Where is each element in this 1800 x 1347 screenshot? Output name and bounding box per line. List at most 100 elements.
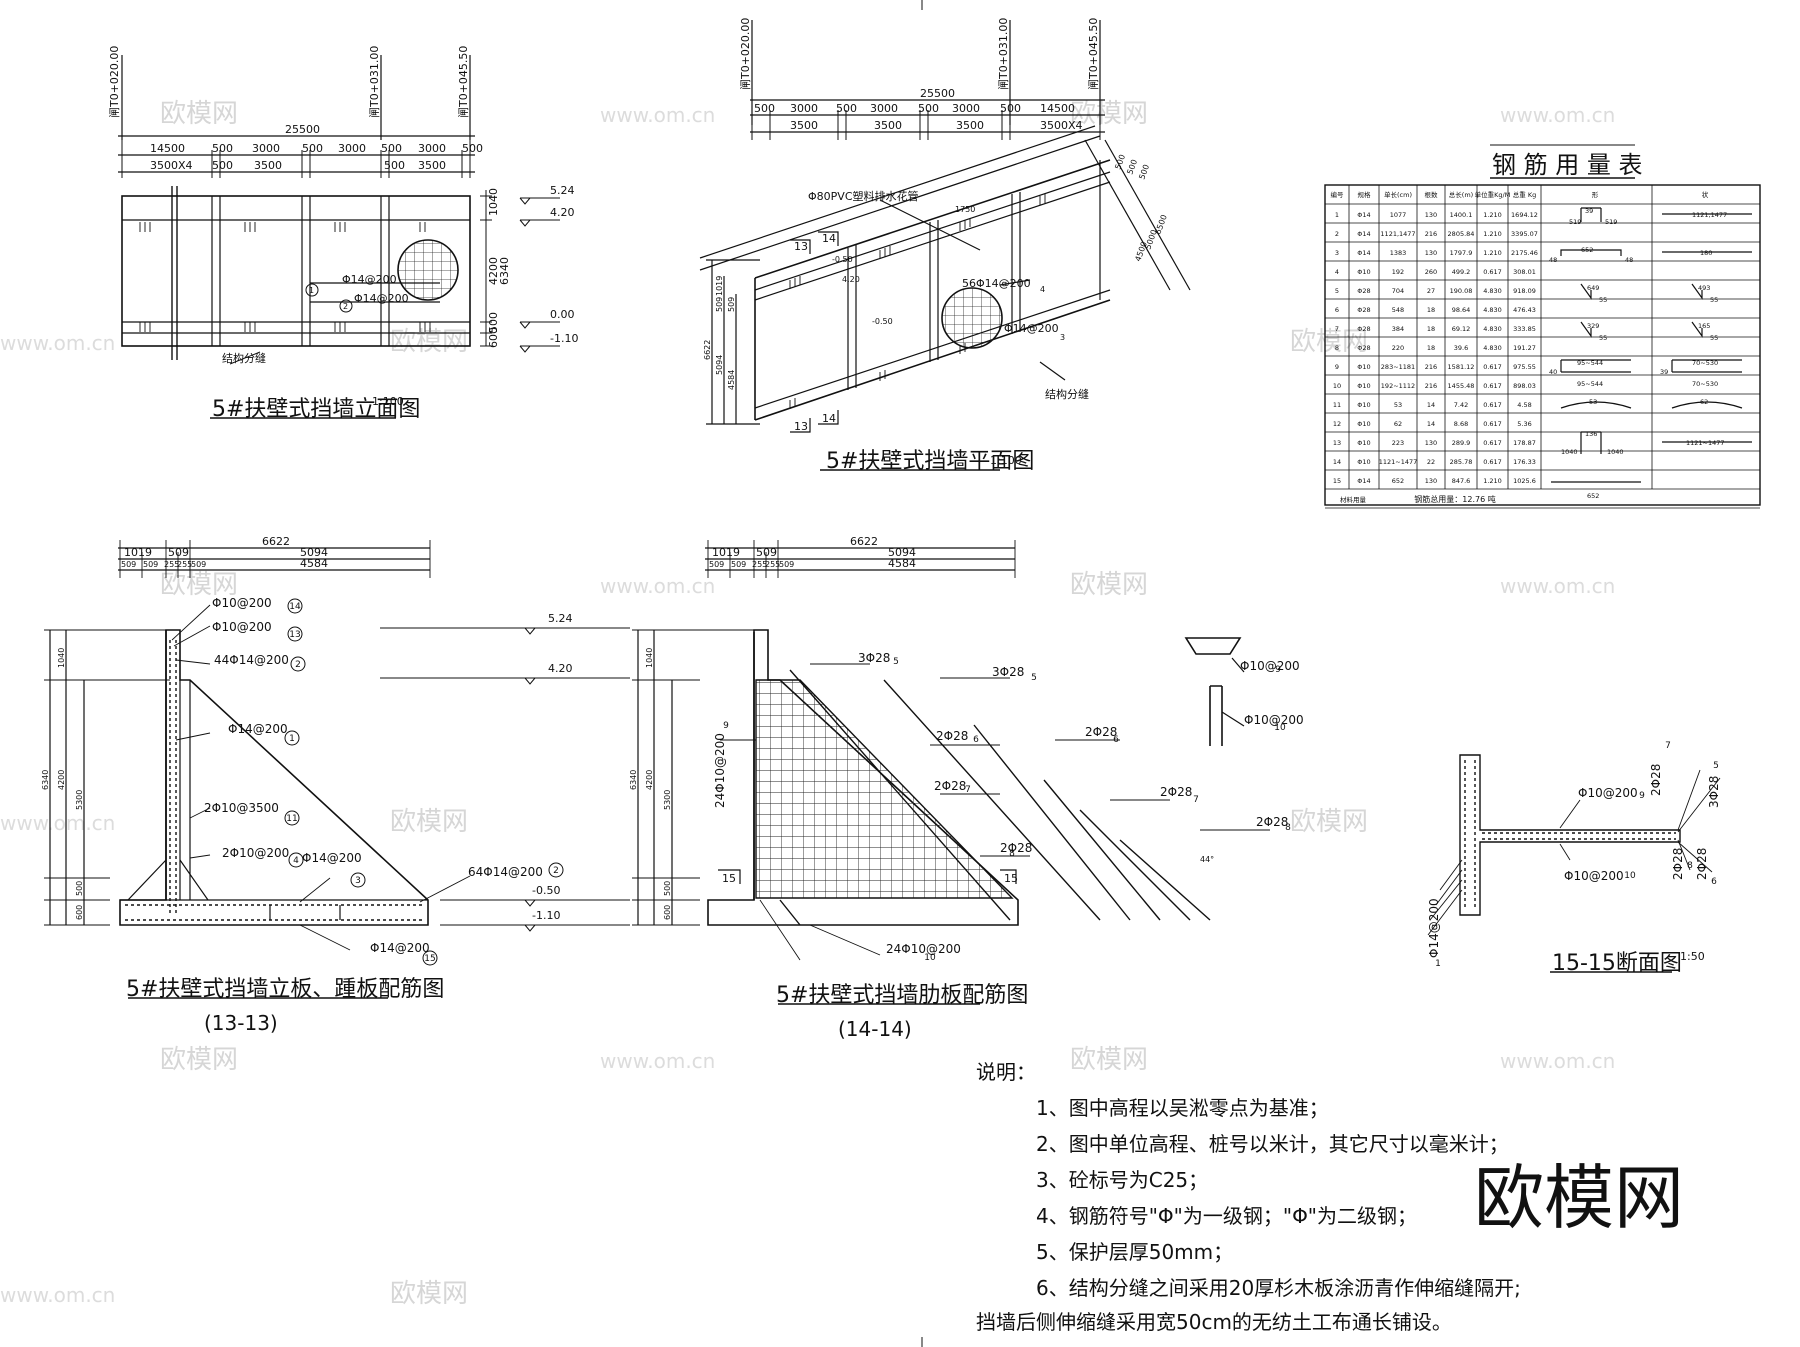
rebar-shape-sketch — [1671, 359, 1742, 373]
dim: 5094 — [300, 546, 328, 559]
rebar-label: 44Φ14@200 — [214, 653, 289, 667]
dim: 500 — [75, 881, 84, 896]
table-cell: Φ14 — [1357, 249, 1370, 257]
section-mark: 14 — [822, 412, 836, 425]
rebar-number: 7 — [1193, 795, 1199, 805]
table-cell: 69.12 — [1452, 325, 1471, 333]
watermark: 欧模网 — [1070, 99, 1148, 129]
dim: 3000 — [790, 102, 818, 115]
rebar-number: 7 — [965, 785, 971, 795]
watermark: 欧模网 — [390, 327, 468, 357]
dim: 6340 — [498, 257, 511, 285]
table-cell: 847.6 — [1452, 477, 1471, 485]
note-item: 1、图中高程以吴淞零点为基准； — [1036, 1096, 1329, 1120]
table-cell: 333.85 — [1513, 325, 1536, 333]
note-item: 6、结构分缝之间采用20厚杉木板涂沥青作伸缩缝隔开; — [1036, 1276, 1521, 1300]
rebar-shape-sketch — [1580, 431, 1602, 454]
table-header: 根数 — [1425, 190, 1439, 199]
dim: 3000 — [338, 142, 366, 155]
dim-total: 6622 — [262, 535, 290, 548]
rebar-shape-label: 48 — [1625, 256, 1633, 264]
dim: 500 — [302, 142, 323, 155]
table-cell: Φ28 — [1357, 287, 1370, 295]
rebar-label: Φ10@200 — [212, 620, 272, 634]
table-cell: Φ14 — [1357, 211, 1370, 219]
elevation-text: 闸T0+020.00 闸T0+031.00 闸T0+045.50 25500 1… — [108, 46, 578, 422]
table-cell: 3395.07 — [1511, 230, 1538, 238]
dim: 4584 — [888, 557, 916, 570]
rebar-number: 10 — [1274, 723, 1286, 733]
rebar-shape-label: 55 — [1710, 334, 1718, 342]
table-cell: Φ10 — [1357, 363, 1370, 371]
rebar-number: 14 — [289, 602, 301, 612]
level: 4.20 — [548, 662, 573, 675]
table-header: 单长(cm) — [1384, 190, 1412, 199]
rebar-label: Φ14@200 — [302, 851, 362, 865]
table-header: 规格 — [1358, 190, 1372, 199]
table-cell: Φ10 — [1357, 458, 1370, 466]
dim: 255 — [177, 560, 192, 569]
table-cell: 18 — [1427, 325, 1435, 333]
table-cell: 8.68 — [1454, 420, 1468, 428]
rebar-number: 5 — [1713, 761, 1719, 771]
dim: 3000 — [252, 142, 280, 155]
table-cell: 27 — [1427, 287, 1435, 295]
table-cell: 4.830 — [1483, 344, 1502, 352]
rebar-number: 15 — [424, 954, 435, 964]
table-cell: 22 — [1427, 458, 1435, 466]
rebar-number: 8 — [1687, 861, 1693, 871]
dim: 600 — [663, 905, 672, 920]
section14-subtitle: (14-14) — [838, 1017, 912, 1041]
rebar-shape-sketch — [1560, 249, 1622, 256]
dim: 509 — [143, 560, 158, 569]
level: 0.00 — [550, 308, 575, 321]
dim: 3500 — [874, 119, 902, 132]
dim: 14500 — [150, 142, 185, 155]
table-cell: 2 — [1335, 230, 1339, 238]
table-cell: 14 — [1427, 420, 1435, 428]
rebar-number: 2 — [295, 660, 301, 670]
table-cell: 192~1112 — [1381, 382, 1415, 390]
dim: 6340 — [629, 770, 638, 790]
table-cell: 0.617 — [1483, 420, 1502, 428]
rebar-label: 2Φ28 — [1695, 848, 1709, 880]
rebar-shape-label: 40 — [1549, 368, 1557, 376]
rebar-label: Φ14@200 — [1427, 898, 1441, 958]
table-cell: 39.6 — [1454, 344, 1468, 352]
watermark-site: www.om.cn — [600, 103, 715, 127]
rebar-number: 3 — [1060, 333, 1065, 342]
table-cell: 130 — [1425, 211, 1437, 219]
table-cell: 4.58 — [1517, 401, 1531, 409]
table-cell: 7.42 — [1454, 401, 1468, 409]
dim: 500 — [1000, 102, 1021, 115]
dim: 255 — [752, 560, 767, 569]
rebar-label: 2Φ28 — [1649, 764, 1663, 796]
rebar-shape-sketch — [1671, 401, 1743, 409]
section15-scale: 1:50 — [1680, 950, 1705, 963]
table-cell: 1455.48 — [1448, 382, 1475, 390]
dim: 1019 — [712, 546, 740, 559]
table-cell: 176.33 — [1513, 458, 1536, 466]
section13-view — [44, 540, 630, 999]
dim: 3000 — [418, 142, 446, 155]
rebar-shape-label: 493 — [1698, 284, 1710, 292]
rebar-number: 3 — [355, 876, 361, 886]
section-mark: 13 — [794, 240, 808, 253]
rebar-number: 9 — [723, 721, 729, 731]
rebar-label: Φ14@200 — [370, 941, 430, 955]
dim: 500 — [1125, 158, 1139, 175]
table-cell: 0.617 — [1483, 363, 1502, 371]
table-cell: 4.830 — [1483, 306, 1502, 314]
rebar-shape-label: 62 — [1700, 398, 1708, 406]
table-cell: 0.617 — [1483, 401, 1502, 409]
table-footer-total: 钢筋总用量：12.76 吨 — [1414, 494, 1495, 504]
table-cell: 1400.1 — [1450, 211, 1473, 219]
rebar-shape-label: 70~530 — [1692, 380, 1718, 388]
rebar-number: 5 — [1031, 673, 1037, 683]
table-cell: 14 — [1333, 458, 1341, 466]
table-cell: 1383 — [1390, 249, 1407, 257]
watermark: 欧模网 — [390, 807, 468, 837]
